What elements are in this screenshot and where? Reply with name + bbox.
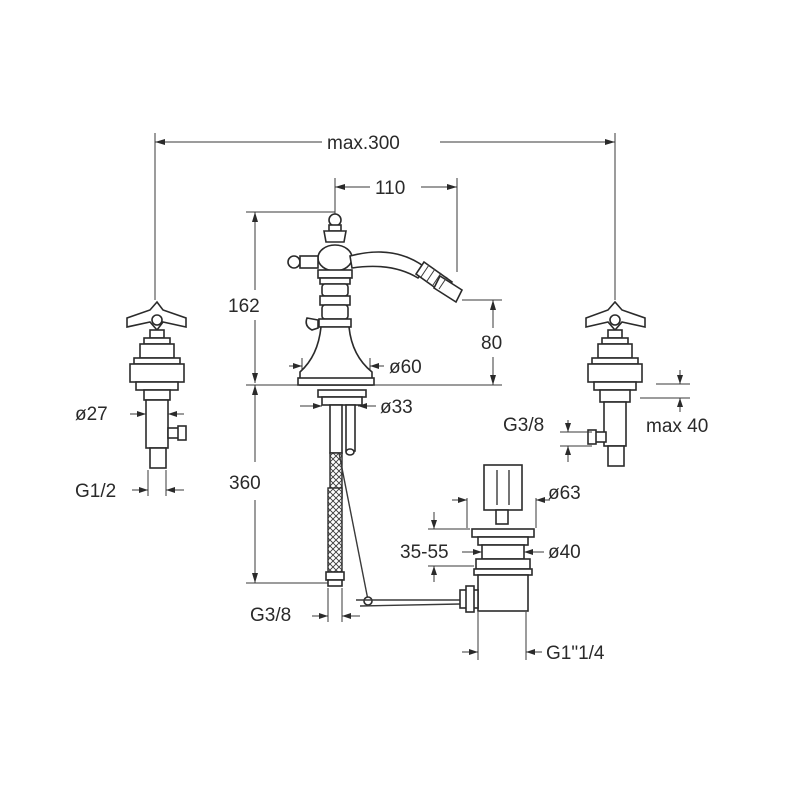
dimension-tap-height: 162 bbox=[228, 211, 335, 383]
dimension-hose-thread: G3/8 bbox=[250, 588, 360, 626]
right-valve bbox=[585, 300, 646, 467]
mixer-body bbox=[287, 213, 375, 386]
dim-base-diameter-label: ø60 bbox=[389, 357, 422, 378]
dim-inlet-thread-left-label: G1/2 bbox=[75, 481, 116, 502]
dim-spout-height-label: 80 bbox=[481, 333, 502, 354]
flexible-hose bbox=[325, 452, 345, 587]
mixer-shank bbox=[317, 389, 367, 456]
dim-hose-thread-label: G3/8 bbox=[250, 605, 291, 626]
dimension-waste-thickness: 35-55 bbox=[400, 512, 474, 582]
dimension-valve-diameter: ø27 bbox=[75, 404, 184, 425]
dim-spout-reach-label: 110 bbox=[375, 178, 405, 199]
dimension-waste-thread: G1"1/4 bbox=[462, 612, 605, 664]
dimension-base-diameter: ø60 bbox=[289, 357, 422, 378]
dimension-waste-diameter: ø63 bbox=[452, 483, 581, 528]
dim-shank-diameter-label: ø33 bbox=[380, 397, 413, 418]
dimension-spout-height: 80 bbox=[372, 299, 502, 386]
dimension-max-width: max.300 bbox=[154, 133, 616, 300]
dim-waste-inner-diameter-label: ø40 bbox=[548, 542, 581, 563]
dimension-inlet-thread-left: G1/2 bbox=[75, 470, 184, 502]
dim-waste-thickness-label: 35-55 bbox=[400, 542, 449, 563]
dim-under-height-label: 360 bbox=[229, 473, 261, 494]
dimension-spout-reach: 110 bbox=[334, 178, 458, 272]
dimension-under-height: 360 bbox=[229, 384, 330, 584]
pop-up-waste bbox=[459, 464, 535, 613]
dim-valve-diameter-label: ø27 bbox=[75, 404, 108, 425]
dim-max-thickness-label: max 40 bbox=[646, 416, 708, 437]
dim-max-width-label: max.300 bbox=[327, 133, 400, 154]
dim-waste-thread-label: G1"1/4 bbox=[546, 643, 605, 664]
dim-tap-height-label: 162 bbox=[228, 296, 260, 317]
dimension-valve-thread-right: G3/8 bbox=[503, 415, 592, 462]
bidet-spout bbox=[349, 251, 464, 304]
dim-waste-diameter-label: ø63 bbox=[548, 483, 581, 504]
dimension-max-thickness: max 40 bbox=[640, 370, 708, 437]
dimension-shank-diameter: ø33 bbox=[300, 397, 413, 418]
pop-up-rod bbox=[338, 452, 461, 607]
left-valve bbox=[126, 300, 187, 469]
dim-valve-thread-right-label: G3/8 bbox=[503, 415, 544, 436]
dimension-waste-inner-diameter: ø40 bbox=[462, 542, 581, 563]
